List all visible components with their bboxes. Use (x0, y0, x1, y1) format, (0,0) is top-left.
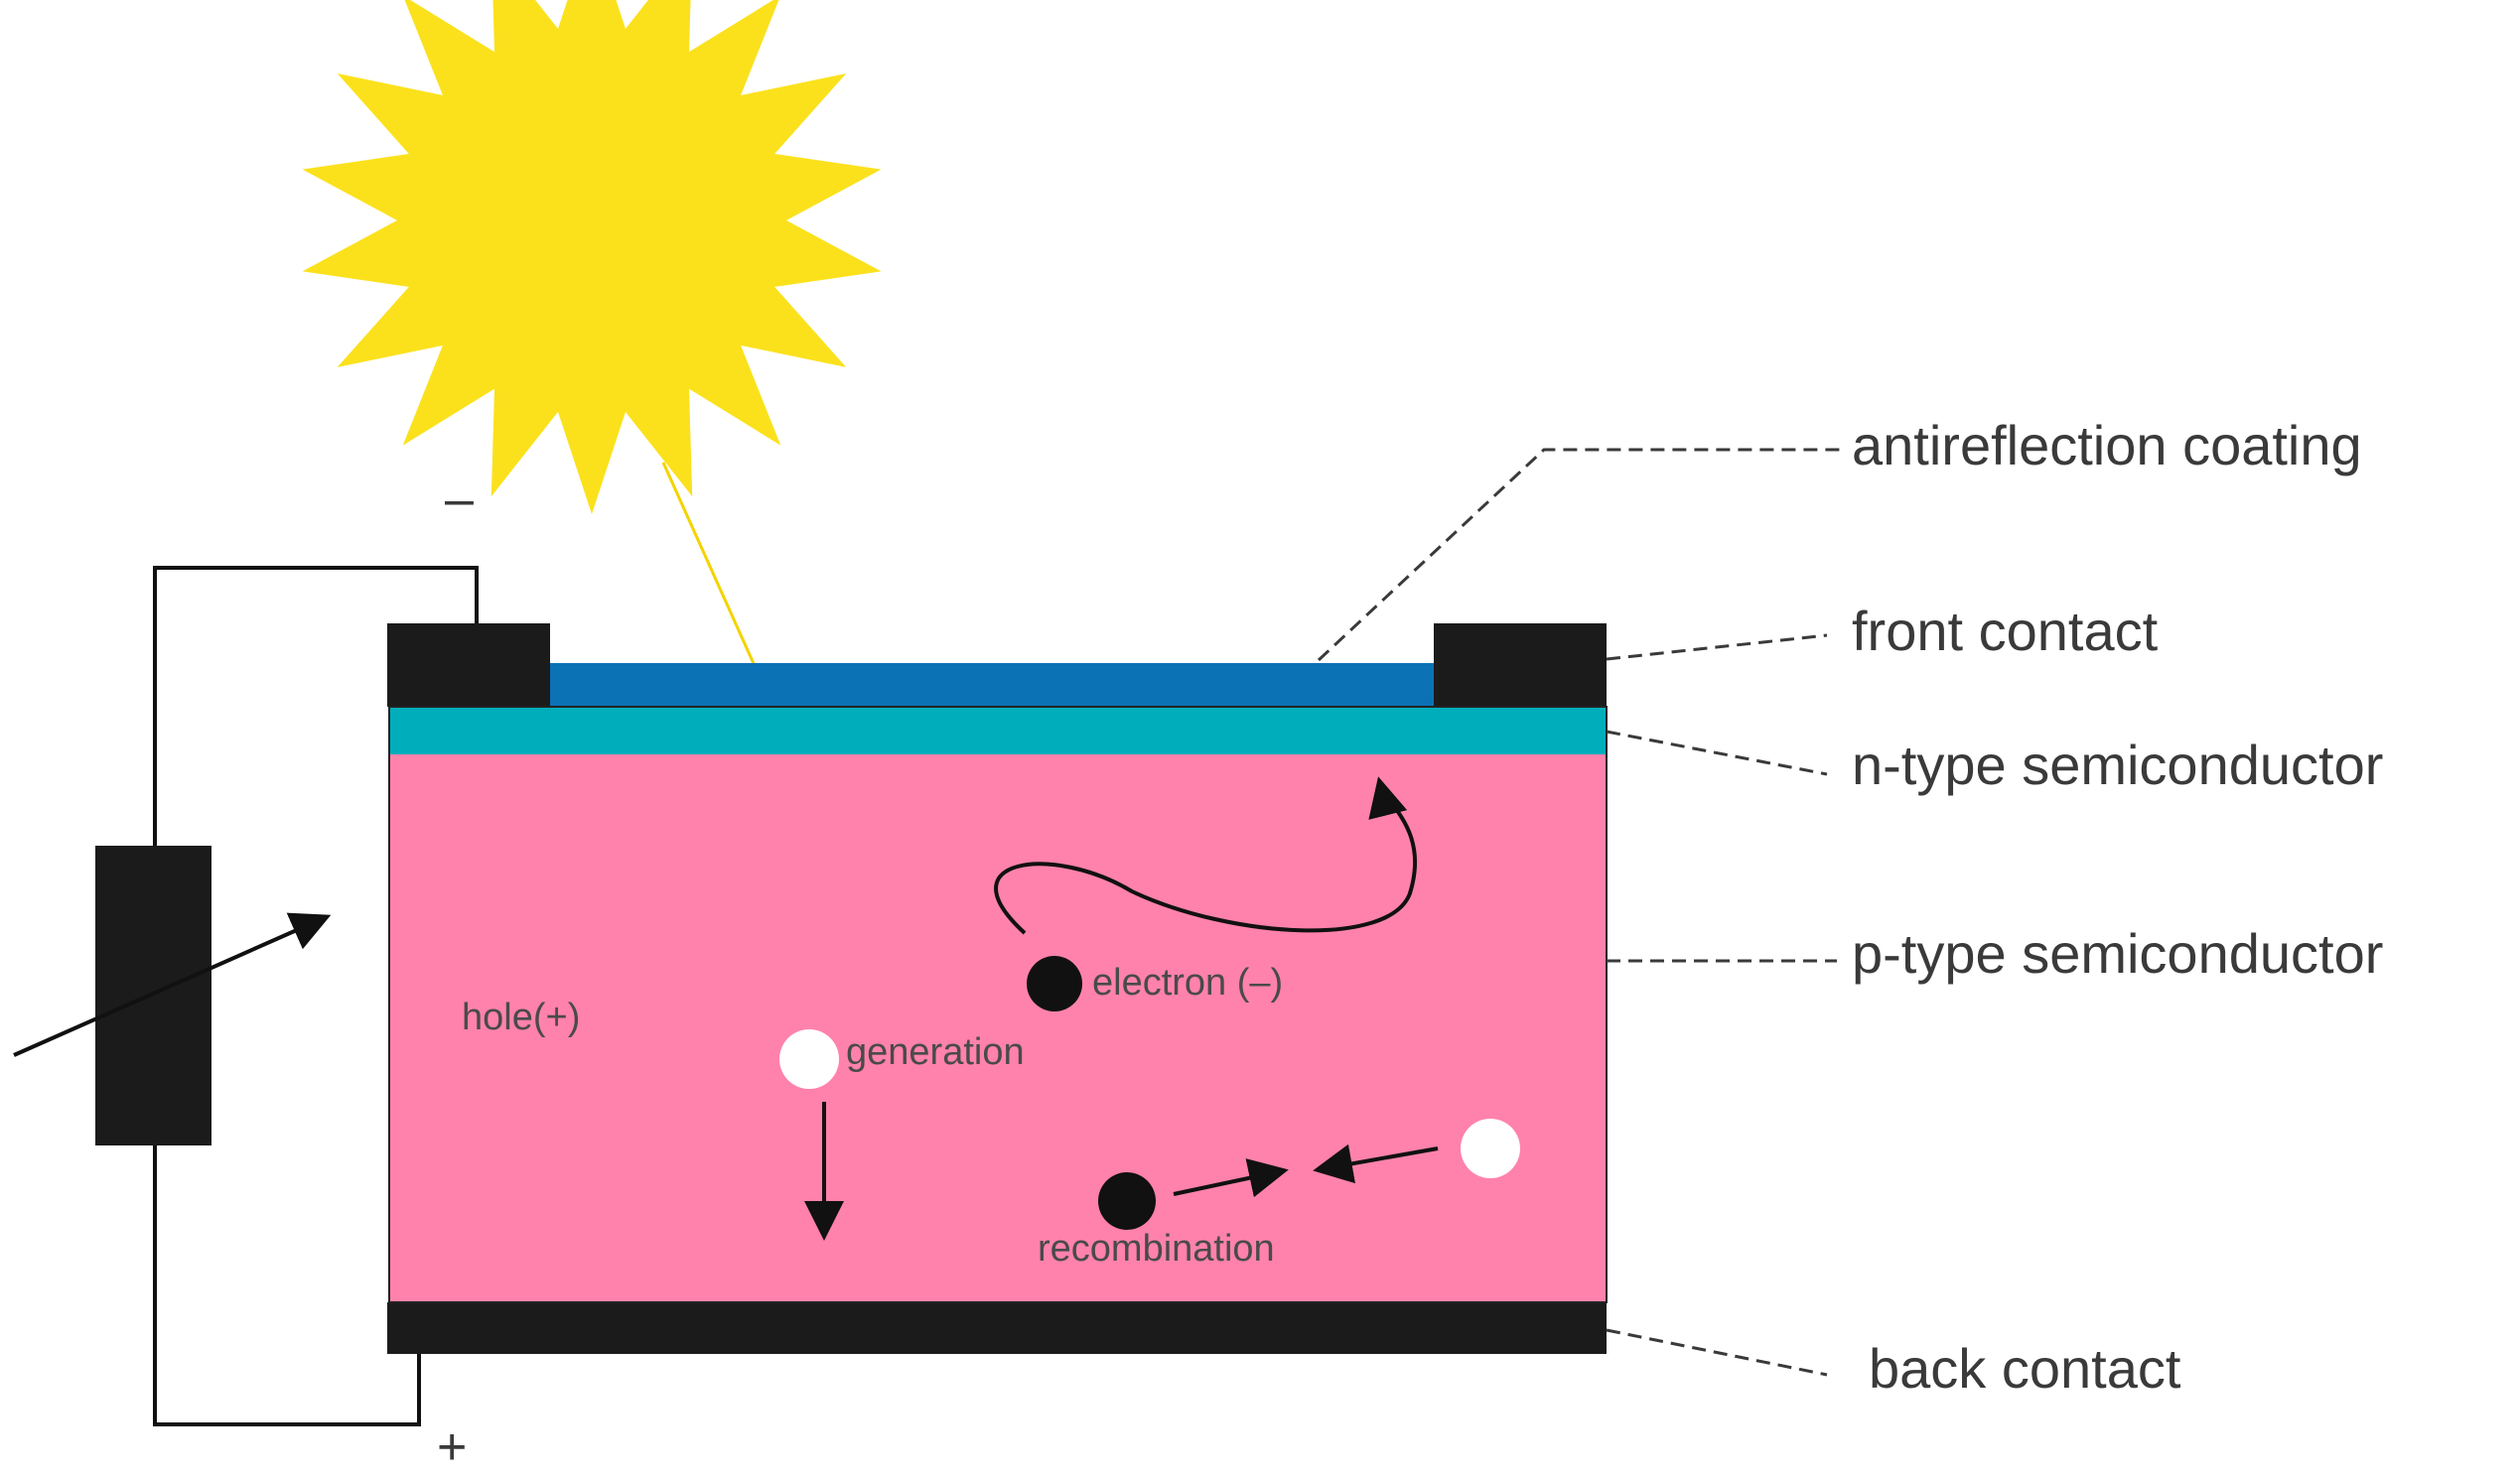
recombining-hole (1461, 1119, 1520, 1178)
front-contact-leader (1606, 633, 1828, 661)
back-contact-layer (387, 1302, 1607, 1354)
variable-arrow (13, 912, 332, 1057)
front-contact-right (1434, 623, 1607, 707)
back-contact-label: back contact (1869, 1337, 2181, 1400)
recombination-arrow-right (1313, 1143, 1439, 1184)
negative-terminal: – (445, 471, 474, 528)
front-contact-label: front contact (1852, 600, 2159, 662)
sun-icon (302, 0, 882, 514)
cell-outline (388, 706, 1608, 1303)
generated-hole (779, 1029, 839, 1089)
antireflection-leader (1317, 448, 1842, 662)
back-contact-leader (1606, 1328, 1828, 1377)
antireflection-layer (548, 663, 1434, 707)
recombination-label: recombination (1038, 1228, 1275, 1270)
electron-path (994, 776, 1418, 935)
antireflection-label: antireflection coating (1852, 414, 2362, 476)
hole-label: hole(+) (462, 997, 580, 1038)
generation-label: generation (846, 1031, 1025, 1073)
electron-carrier (1027, 956, 1082, 1011)
front-contact-left (387, 623, 550, 707)
recombination-arrow-left (1173, 1158, 1289, 1198)
n-type-layer (389, 707, 1607, 754)
p-type-layer (389, 752, 1607, 1302)
electron-label: electron (–) (1092, 962, 1283, 1004)
n-type-leader (1606, 730, 1828, 776)
n-type-label: n-type semiconductor (1852, 734, 2383, 796)
p-type-label: p-type semiconductor (1852, 922, 2383, 985)
positive-terminal: + (437, 1418, 467, 1476)
recombining-electron (1098, 1172, 1156, 1230)
